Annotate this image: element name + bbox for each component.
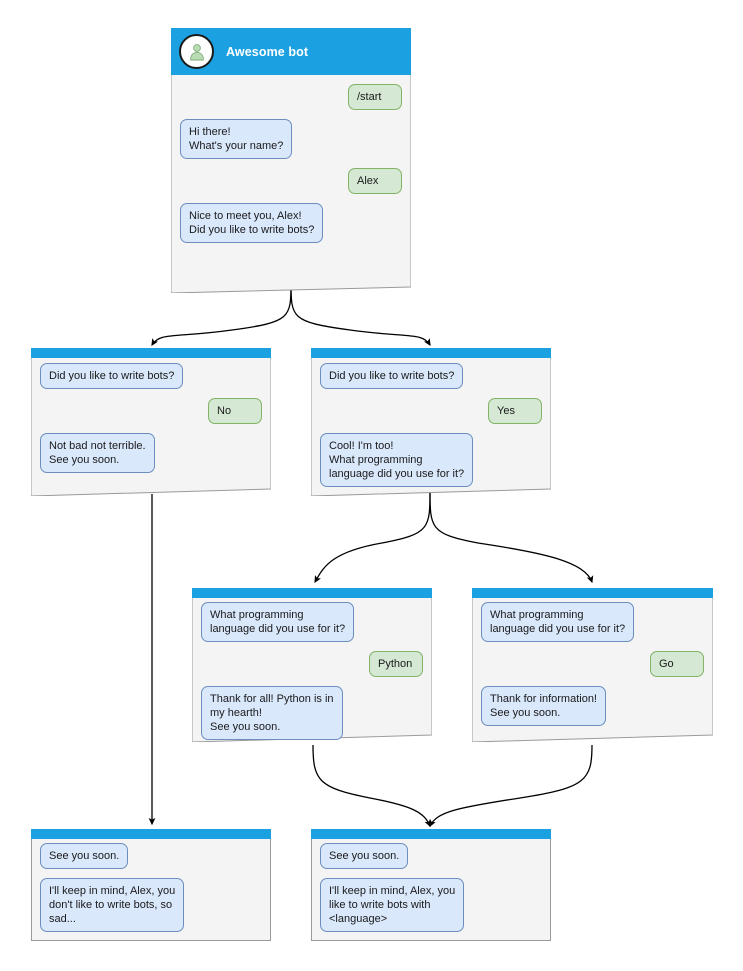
message-row: Thank for information! See you soon. <box>481 686 704 726</box>
message-row: Cool! I'm too! What programming language… <box>320 433 542 487</box>
card-end-sad[interactable]: See you soon. I'll keep in mind, Alex, y… <box>31 829 271 941</box>
bot-message-bubble[interactable]: Hi there! What's your name? <box>180 119 293 159</box>
card-branch-no-header <box>31 348 271 358</box>
card-branch-go-messages: What programming language did you use fo… <box>472 602 713 735</box>
message-row: Did you like to write bots? <box>320 363 542 389</box>
message-row: Go <box>481 651 704 677</box>
message-row: What programming language did you use fo… <box>201 602 423 642</box>
user-message-bubble[interactable]: Yes <box>488 398 542 424</box>
message-row: Did you like to write bots? <box>40 363 262 389</box>
message-row: No <box>40 398 262 424</box>
bot-message-bubble[interactable]: Not bad not terrible. See you soon. <box>40 433 155 473</box>
edge-yes-to-go <box>429 489 594 584</box>
card-end-sad-messages: See you soon. I'll keep in mind, Alex, y… <box>31 843 271 941</box>
bot-message-bubble[interactable]: Did you like to write bots? <box>40 363 184 389</box>
message-row: Alex <box>180 168 402 194</box>
message-row: Hi there! What's your name? <box>180 119 402 159</box>
message-row: Not bad not terrible. See you soon. <box>40 433 262 473</box>
card-branch-python-messages: What programming language did you use fo… <box>192 602 432 749</box>
message-row: Nice to meet you, Alex! Did you like to … <box>180 203 402 243</box>
message-row: /start <box>180 84 402 110</box>
card-branch-yes-messages: Did you like to write bots? Yes Cool! I'… <box>311 363 551 496</box>
card-branch-python-header <box>192 588 432 598</box>
message-row: Yes <box>320 398 542 424</box>
edge-yes-to-python <box>314 489 431 584</box>
message-row: Thank for all! Python is in my hearth! S… <box>201 686 423 740</box>
card-branch-python[interactable]: What programming language did you use fo… <box>192 588 432 742</box>
message-row: See you soon. <box>40 843 262 869</box>
message-row: I'll keep in mind, Alex, you like to wri… <box>320 878 542 932</box>
user-message-bubble[interactable]: No <box>208 398 262 424</box>
bot-message-bubble[interactable]: I'll keep in mind, Alex, you like to wri… <box>320 878 465 932</box>
bot-message-bubble[interactable]: See you soon. <box>40 843 129 869</box>
card-branch-go-header <box>472 588 713 598</box>
card-branch-go[interactable]: What programming language did you use fo… <box>472 588 713 742</box>
card-end-happy[interactable]: See you soon. I'll keep in mind, Alex, y… <box>311 829 551 941</box>
card-branch-no[interactable]: Did you like to write bots? No Not bad n… <box>31 348 271 496</box>
card-branch-yes[interactable]: Did you like to write bots? Yes Cool! I'… <box>311 348 551 496</box>
person-avatar-icon <box>179 34 214 69</box>
card-end-sad-header <box>31 829 271 839</box>
edge-python-to-end-happy <box>312 744 431 828</box>
bot-message-bubble[interactable]: I'll keep in mind, Alex, you don't like … <box>40 878 185 932</box>
user-message-bubble[interactable]: Python <box>369 651 423 677</box>
bot-message-bubble[interactable]: Nice to meet you, Alex! Did you like to … <box>180 203 324 243</box>
card-root-messages: /start Hi there! What's your name? Alex … <box>171 84 411 252</box>
message-row: I'll keep in mind, Alex, you don't like … <box>40 878 262 932</box>
user-message-bubble[interactable]: Go <box>650 651 704 677</box>
edge-go-to-end-happy <box>429 744 593 828</box>
user-message-bubble[interactable]: Alex <box>348 168 402 194</box>
bot-message-bubble[interactable]: See you soon. <box>320 843 409 869</box>
message-row: See you soon. <box>320 843 542 869</box>
user-message-bubble[interactable]: /start <box>348 84 402 110</box>
card-branch-no-messages: Did you like to write bots? No Not bad n… <box>31 363 271 482</box>
card-root[interactable]: Awesome bot /start Hi there! What's your… <box>171 28 411 293</box>
card-end-happy-header <box>311 829 551 839</box>
bot-message-bubble[interactable]: Thank for information! See you soon. <box>481 686 606 726</box>
message-row: What programming language did you use fo… <box>481 602 704 642</box>
card-branch-yes-header <box>311 348 551 358</box>
bot-message-bubble[interactable]: Thank for all! Python is in my hearth! S… <box>201 686 343 740</box>
card-end-happy-messages: See you soon. I'll keep in mind, Alex, y… <box>311 843 551 941</box>
card-root-header: Awesome bot <box>171 28 411 75</box>
bot-message-bubble[interactable]: What programming language did you use fo… <box>481 602 635 642</box>
bot-message-bubble[interactable]: Did you like to write bots? <box>320 363 464 389</box>
message-row: Python <box>201 651 423 677</box>
bot-message-bubble[interactable]: Cool! I'm too! What programming language… <box>320 433 474 487</box>
bot-title: Awesome bot <box>226 44 309 59</box>
bot-message-bubble[interactable]: What programming language did you use fo… <box>201 602 355 642</box>
